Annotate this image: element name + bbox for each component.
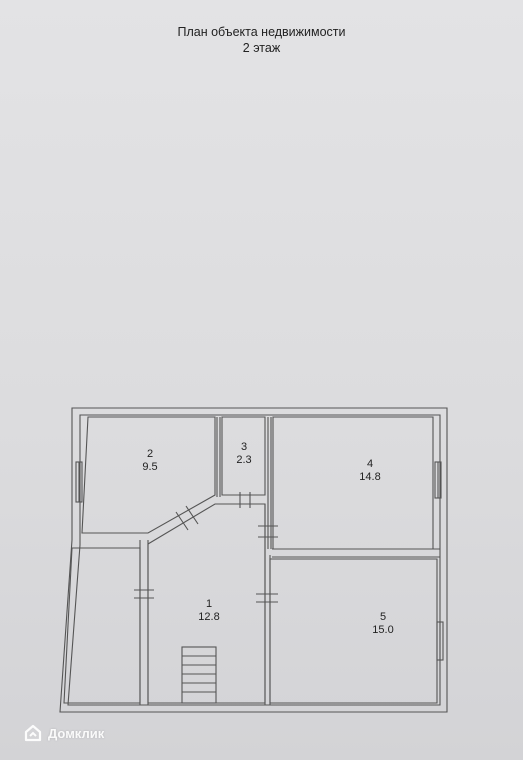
left-space-outline bbox=[63, 547, 141, 704]
room-2-label: 2 9.5 bbox=[120, 448, 180, 474]
room-5-label: 5 15.0 bbox=[353, 611, 413, 637]
plan-title-main: План объекта недвижимости bbox=[177, 25, 346, 39]
room-4-label: 4 14.8 bbox=[340, 458, 400, 484]
room-area: 14.8 bbox=[359, 471, 381, 483]
windows bbox=[75, 461, 444, 661]
room-number: 3 bbox=[240, 441, 248, 453]
room-number: 1 bbox=[205, 598, 213, 610]
domclick-house-icon bbox=[24, 724, 42, 742]
room-number: 2 bbox=[146, 448, 154, 460]
room-2-outline bbox=[81, 416, 216, 534]
watermark-text: Домклик bbox=[48, 725, 105, 741]
room-area: 12.8 bbox=[198, 611, 220, 623]
room-3-outline bbox=[221, 416, 266, 496]
stairs bbox=[181, 646, 217, 704]
outer-wall-inner bbox=[67, 414, 441, 706]
room-number: 5 bbox=[379, 611, 387, 623]
outer-wall-outer bbox=[59, 407, 448, 713]
room-area: 9.5 bbox=[142, 461, 158, 473]
door-marks bbox=[134, 492, 278, 603]
partition-walls bbox=[139, 417, 440, 705]
room-3-label: 3 2.3 bbox=[214, 441, 274, 467]
domclick-watermark: Домклик bbox=[24, 724, 104, 742]
room-area: 2.3 bbox=[236, 454, 252, 466]
plan-title-floor: 2 этаж bbox=[242, 41, 281, 55]
room-area: 15.0 bbox=[372, 624, 394, 636]
room-number: 4 bbox=[366, 458, 374, 470]
plan-title: План объекта недвижимости 2 этаж bbox=[0, 24, 523, 56]
room-1-label: 1 12.8 bbox=[179, 598, 239, 624]
